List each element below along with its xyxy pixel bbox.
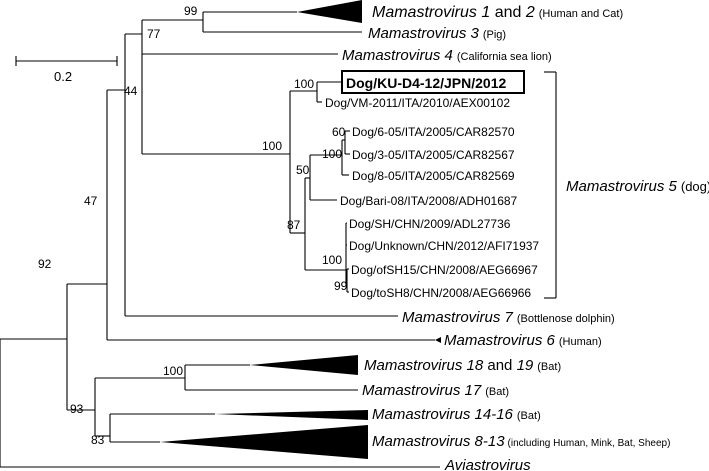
leaf-name: Mamastrovirus 3 bbox=[368, 25, 480, 42]
leaf-label-unk: Dog/Unknown/CHN/2012/AFI71937 bbox=[349, 239, 539, 253]
clade-host: (dog) bbox=[681, 179, 709, 194]
leaf-label-mam17: Mamastrovirus 17(Bat) bbox=[362, 382, 509, 399]
bootstrap-label: 100 bbox=[322, 147, 342, 161]
leaf-label-d805: Dog/8-05/ITA/2005/CAR82569 bbox=[352, 169, 515, 183]
clade-name: Mamastrovirus 5 bbox=[566, 178, 678, 195]
leaf-label-d305: Dog/3-05/ITA/2005/CAR82567 bbox=[352, 148, 515, 162]
leaf-labels: Mamastrovirus 1 and 2 (Human and Cat) Mam… bbox=[325, 4, 670, 471]
leaf-label-mam6: Mamastrovirus 6(Human) bbox=[444, 332, 602, 349]
leaf-label-bari: Dog/Bari-08/ITA/2008/ADH01687 bbox=[340, 194, 518, 208]
bootstrap-label: 92 bbox=[38, 257, 52, 271]
bootstrap-label: 100 bbox=[322, 253, 342, 267]
leaf-host: (Bat) bbox=[485, 386, 509, 398]
bootstrap-label: 100 bbox=[262, 139, 282, 153]
leaf-name: Mamastrovirus 6 bbox=[444, 332, 556, 349]
leaf-host: (Human) bbox=[559, 336, 602, 348]
leaf-name: Mamastrovirus 14-16 bbox=[372, 406, 514, 423]
bootstrap-label: 100 bbox=[294, 77, 314, 91]
leaf-label-mam4: Mamastrovirus 4 (California sea lion) bbox=[342, 47, 552, 64]
leaf-name: Mamastrovirus 18 bbox=[364, 357, 484, 374]
scale-bar-label: 0.2 bbox=[54, 69, 72, 84]
collapsed-clade-mam12 bbox=[297, 0, 362, 23]
bootstrap-label: 44 bbox=[124, 84, 138, 98]
clade-label-mam5: Mamastrovirus 5(dog) bbox=[566, 178, 709, 195]
bootstrap-label: 60 bbox=[332, 125, 346, 139]
bootstrap-label: 87 bbox=[287, 218, 301, 232]
leaf-label-avi: Aviastrovirus bbox=[444, 457, 531, 471]
leaf-label-vm: Dog/VM-2011/ITA/2010/AEX00102 bbox=[325, 96, 510, 110]
bootstrap-values: 99 77 44 100 100 60 100 50 87 100 99 47 … bbox=[38, 4, 348, 447]
leaf-name: Mamastrovirus 1 bbox=[372, 4, 490, 21]
leaf-host: (Bat) bbox=[537, 361, 561, 373]
leaf-joiner: and bbox=[483, 357, 516, 374]
leaf-name: Mamastrovirus 17 bbox=[362, 382, 482, 399]
leaf-name-2: 2 bbox=[525, 4, 535, 21]
leaf-name: Mamastrovirus 7 bbox=[402, 309, 514, 326]
query-highlight-box bbox=[341, 70, 525, 94]
leaf-label-mam12: Mamastrovirus 1 and 2 (Human and Cat) bbox=[372, 4, 623, 21]
collapsed-clade-mam1416 bbox=[215, 410, 368, 420]
bootstrap-label: 99 bbox=[334, 279, 348, 293]
collapsed-clade-mam1819 bbox=[250, 355, 358, 375]
leaf-host: (California sea lion) bbox=[457, 51, 552, 63]
leaf-label-d605: Dog/6-05/ITA/2005/CAR82570 bbox=[352, 125, 515, 139]
leaf-name: Mamastrovirus 8-13 bbox=[372, 433, 505, 450]
leaf-host: (Bottlenose dolphin) bbox=[517, 313, 615, 325]
bootstrap-label: 47 bbox=[84, 194, 98, 208]
bootstrap-label: 83 bbox=[91, 433, 105, 447]
leaf-host: (Bat) bbox=[517, 410, 541, 422]
leaf-host: (including Human, Mink, Bat, Sheep) bbox=[508, 438, 671, 449]
leaf-joiner: and bbox=[490, 4, 526, 21]
leaf-label-ofsh15: Dog/ofSH15/CHN/2008/AEG66967 bbox=[351, 263, 538, 277]
leaf-host: (Pig) bbox=[483, 29, 506, 41]
collapsed-clades bbox=[160, 0, 441, 459]
collapsed-clade-mam6 bbox=[435, 337, 441, 343]
bootstrap-label: 77 bbox=[147, 27, 161, 41]
leaf-label-mam7: Mamastrovirus 7(Bottlenose dolphin) bbox=[402, 309, 615, 326]
dog-clade-bracket bbox=[544, 71, 557, 299]
collapsed-clade-mam813 bbox=[160, 425, 368, 459]
bootstrap-label: 99 bbox=[184, 4, 198, 18]
leaf-label-mam3: Mamastrovirus 3(Pig) bbox=[368, 25, 506, 42]
bootstrap-label: 93 bbox=[70, 402, 84, 416]
leaf-label-mam813: Mamastrovirus 8-13(including Human, Mink… bbox=[372, 433, 670, 450]
bootstrap-label: 100 bbox=[163, 364, 183, 378]
bootstrap-label: 50 bbox=[296, 163, 310, 177]
leaf-label-mam1819: Mamastrovirus 18 and 19(Bat) bbox=[364, 357, 561, 374]
leaf-label-mam1416: Mamastrovirus 14-16(Bat) bbox=[372, 406, 541, 423]
leaf-host: (Human and Cat) bbox=[539, 8, 623, 20]
leaf-name: Mamastrovirus 4 bbox=[342, 47, 453, 64]
leaf-label-query: Dog/KU-D4-12/JPN/2012 bbox=[346, 75, 506, 91]
leaf-label-tosh8: Dog/toSH8/CHN/2008/AEG66966 bbox=[351, 286, 531, 300]
scale-bar: 0.2 bbox=[15, 56, 118, 84]
leaf-name-2: 19 bbox=[517, 357, 534, 374]
tree-branches bbox=[0, 11, 440, 468]
leaf-label-sh: Dog/SH/CHN/2009/ADL27736 bbox=[349, 217, 511, 231]
